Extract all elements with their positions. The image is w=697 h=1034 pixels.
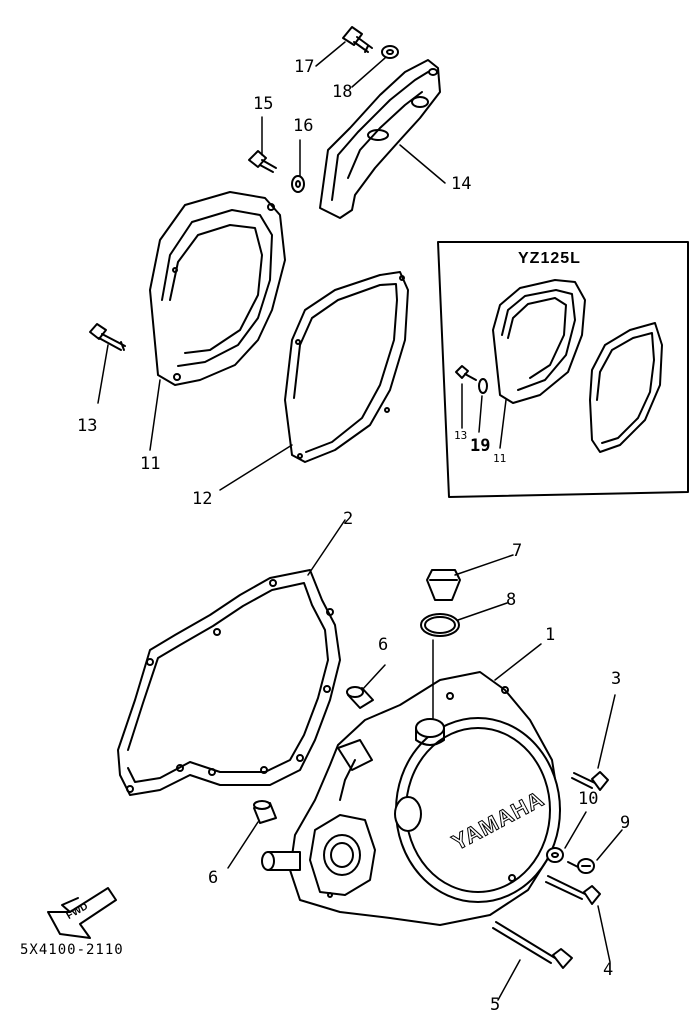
- leader-lines: [97, 41, 623, 1001]
- part-16-washer: [291, 175, 305, 193]
- callout-10: 10: [578, 789, 599, 809]
- callout-18: 18: [332, 82, 353, 102]
- callout-2: 2: [343, 509, 354, 529]
- part-12-gasket: [284, 271, 409, 463]
- callout-1: 1: [545, 625, 556, 645]
- part-13-bolt: [89, 323, 126, 351]
- inset-callout-13: 13: [454, 429, 468, 442]
- fwd-arrow-icon: [47, 887, 117, 939]
- inset-title: YZ125L: [518, 250, 581, 267]
- part-14-bracket: [319, 59, 441, 219]
- part-6-dowel-lower: [253, 800, 277, 824]
- inset-callout-19: 19: [470, 436, 491, 456]
- part-3-bolt: [571, 771, 609, 791]
- callout-6-lower: 6: [208, 868, 219, 888]
- part-code: 5X4100-2110: [20, 942, 124, 958]
- callout-15: 15: [253, 94, 274, 114]
- callout-5: 5: [490, 995, 501, 1015]
- part-17-bolt: [342, 26, 373, 53]
- yz125l-inset-box: [437, 241, 689, 498]
- part-7-cap: [426, 569, 461, 601]
- callout-3: 3: [611, 669, 622, 689]
- callout-14: 14: [451, 174, 472, 194]
- callout-17: 17: [294, 57, 315, 77]
- part-4-bolt: [545, 875, 601, 905]
- callout-9: 9: [620, 813, 631, 833]
- part-9-screw: [567, 858, 595, 874]
- callout-7: 7: [512, 541, 523, 561]
- callout-11: 11: [140, 454, 161, 474]
- part-1-crankcase-cover: [261, 671, 561, 926]
- part-2-gasket: [117, 569, 341, 796]
- part-6-dowel-upper: [346, 686, 374, 709]
- callout-12: 12: [192, 489, 213, 509]
- callout-13: 13: [77, 416, 98, 436]
- part-8-o-ring: [420, 613, 460, 637]
- callout-8: 8: [506, 590, 517, 610]
- part-10-washer: [546, 847, 564, 863]
- part-11-cover: [149, 191, 286, 386]
- part-18-washer: [381, 45, 399, 59]
- inset-callout-11: 11: [493, 452, 507, 465]
- part-5-long-bolt: [492, 921, 573, 969]
- callout-4: 4: [603, 960, 614, 980]
- callout-16: 16: [293, 116, 314, 136]
- callout-6-upper: 6: [378, 635, 389, 655]
